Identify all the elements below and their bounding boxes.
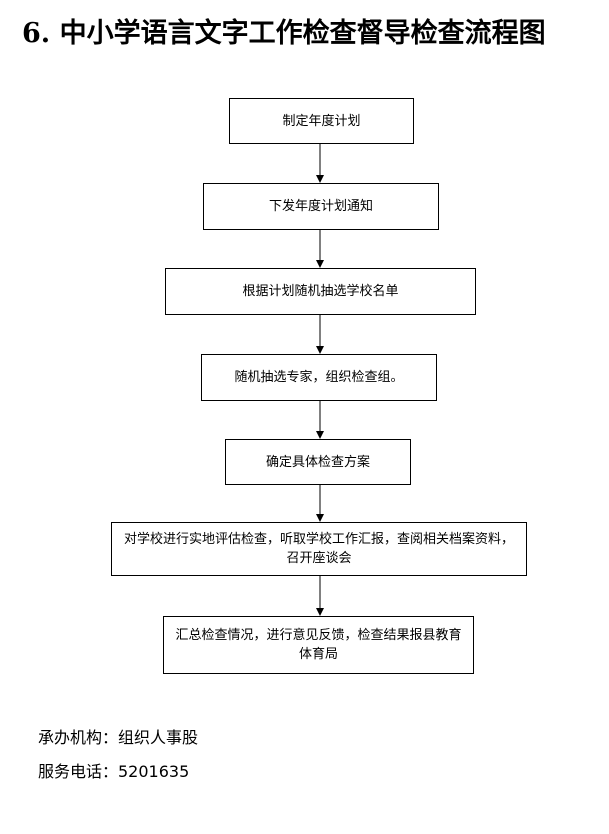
page-title: 6. 中小学语言文字工作检查督导检查流程图 (22, 18, 546, 49)
step-2-box: 下发年度计划通知 (203, 183, 439, 230)
step-6-box: 对学校进行实地评估检查，听取学校工作汇报，查阅相关档案资料，召开座谈会 (111, 522, 527, 576)
step-3-label: 根据计划随机抽选学校名单 (242, 284, 399, 299)
step-7-box: 汇总检查情况，进行意见反馈，检查结果报县教育体育局 (163, 616, 474, 674)
step-6-label: 对学校进行实地评估检查，听取学校工作汇报，查阅相关档案资料，召开座谈会 (123, 532, 514, 566)
step-3-box: 根据计划随机抽选学校名单 (165, 268, 476, 315)
step-7-label: 汇总检查情况，进行意见反馈，检查结果报县教育体育局 (175, 628, 462, 662)
phone-line: 服务电话：5201635 (38, 762, 190, 781)
step-1-label: 制定年度计划 (282, 113, 361, 129)
step-4-box: 随机抽选专家，组织检查组。 (201, 354, 437, 401)
step-1-box: 制定年度计划 (229, 98, 414, 144)
step-4-label: 随机抽选专家，组织检查组。 (234, 370, 404, 385)
organizer-line: 承办机构：组织人事股 (38, 728, 199, 747)
step-5-box: 确定具体检查方案 (225, 439, 411, 485)
step-2-label: 下发年度计划通知 (268, 199, 373, 214)
step-5-label: 确定具体检查方案 (265, 454, 370, 470)
